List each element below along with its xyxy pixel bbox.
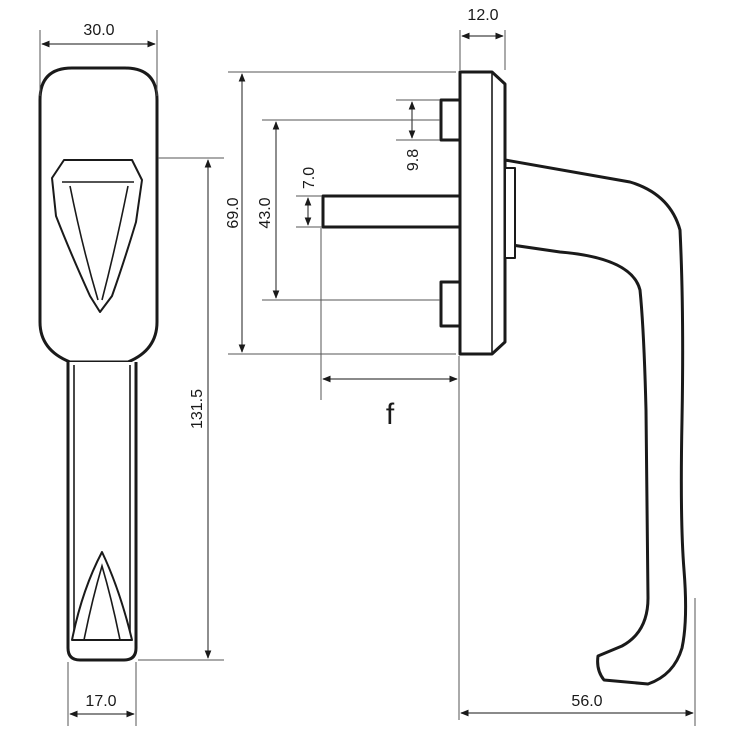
side-handle-arm <box>503 158 688 686</box>
label-screw-diameter: 9.8 <box>405 149 422 171</box>
front-handle-lever <box>66 362 138 662</box>
front-view <box>38 66 159 662</box>
dimension-lines <box>39 30 696 726</box>
front-lower-spear-detail <box>71 551 133 641</box>
label-screw-spacing: 43.0 <box>257 197 274 228</box>
label-base-height: 69.0 <box>225 197 242 228</box>
label-handle-length: 131.5 <box>189 389 206 429</box>
label-spindle-size: 7.0 <box>301 167 318 189</box>
front-upper-spear-detail <box>51 159 143 313</box>
label-spindle-length: f <box>386 398 395 431</box>
side-view <box>321 70 688 686</box>
screw-top <box>439 98 462 142</box>
label-projection: 56.0 <box>571 693 602 710</box>
label-handle-width: 17.0 <box>85 693 116 710</box>
label-top-width: 30.0 <box>83 22 114 39</box>
label-plate-depth: 12.0 <box>467 7 498 24</box>
spindle <box>321 194 462 229</box>
mounting-plate <box>458 70 507 356</box>
screw-bottom <box>439 280 462 328</box>
handle-collar <box>504 167 516 259</box>
dimension-labels: 30.0 12.0 69.0 43.0 9.8 7.0 f 131.5 17.0… <box>83 7 602 710</box>
